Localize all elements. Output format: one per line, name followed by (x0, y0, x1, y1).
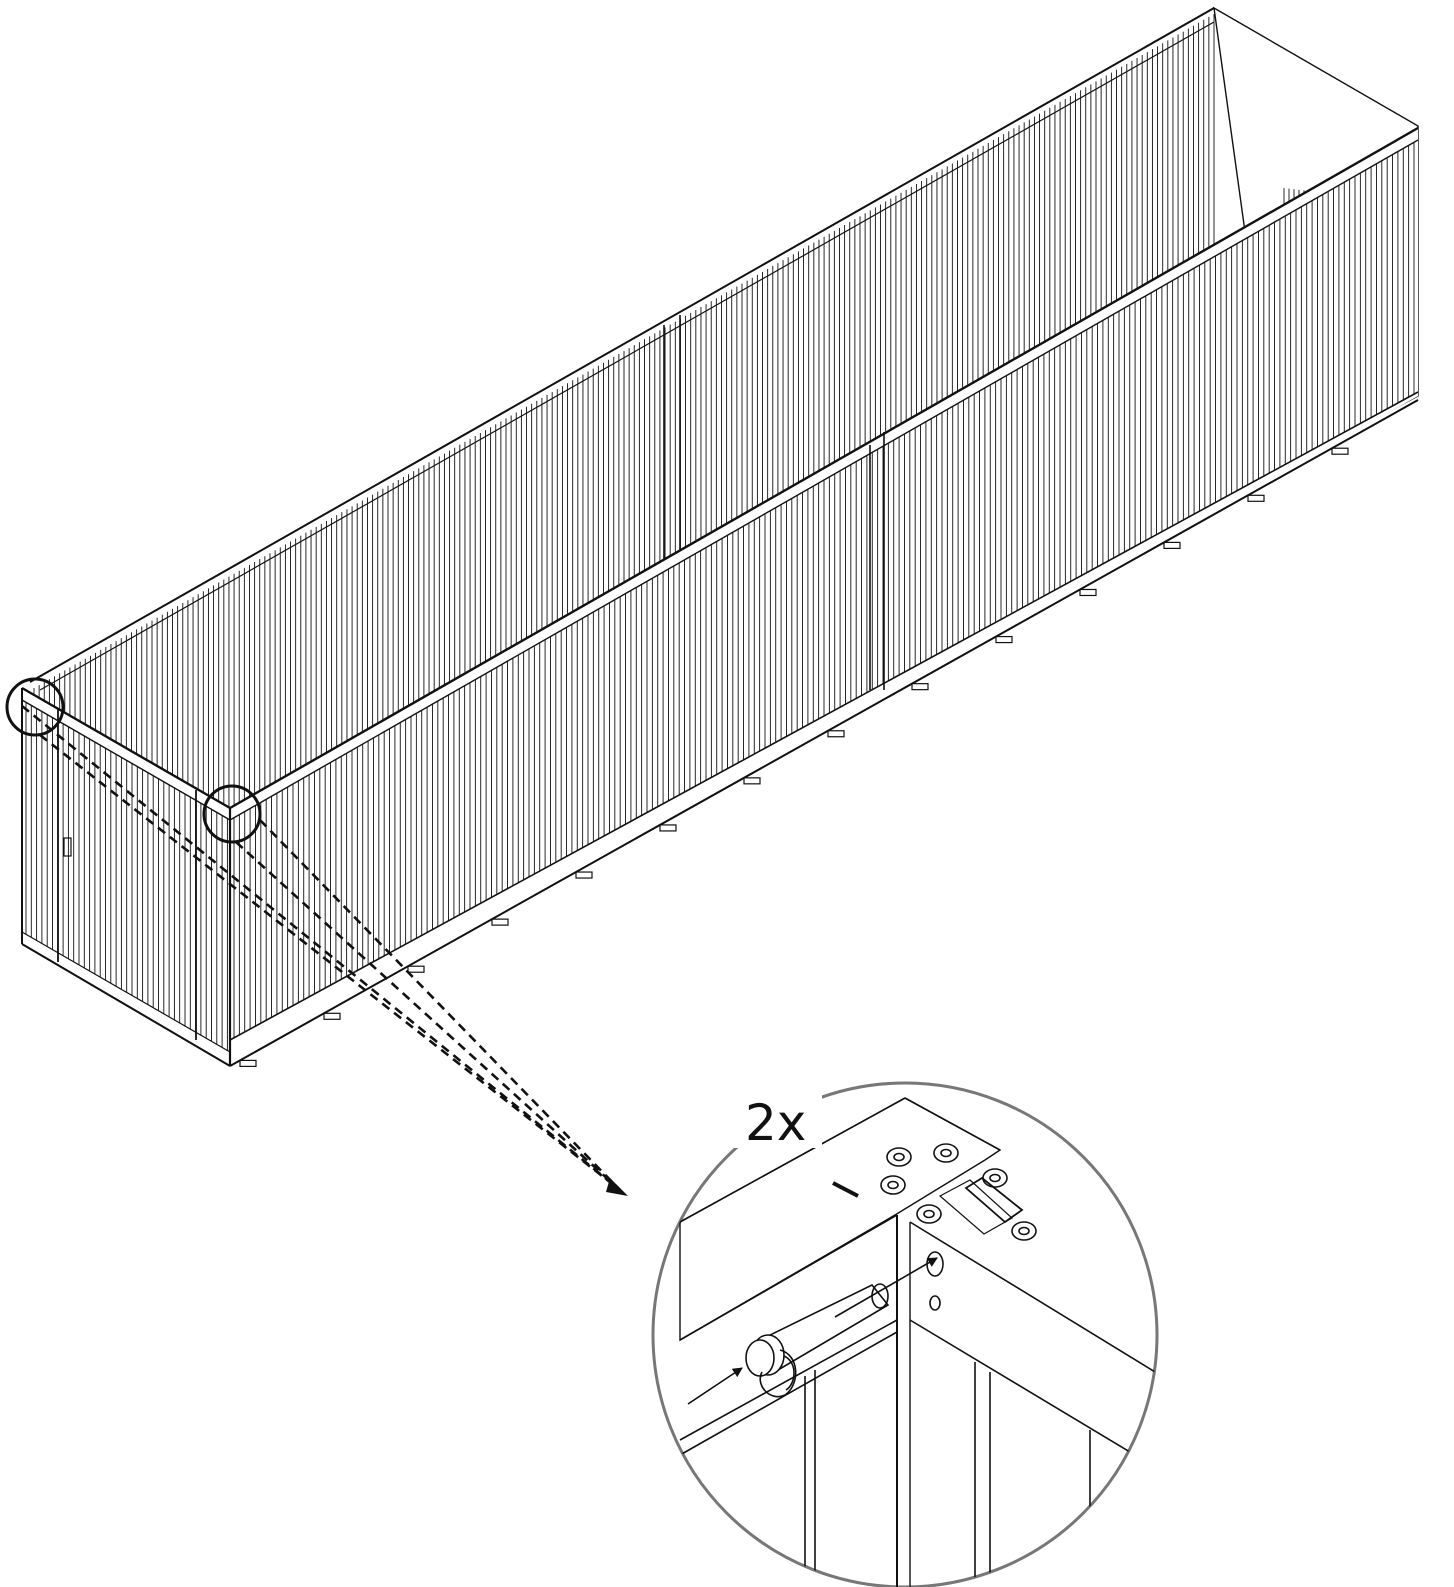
insert-arrow-icon (687, 1367, 743, 1405)
left-end-wall-ribs (25, 702, 228, 1051)
front-wall (229, 126, 1419, 1067)
container-foot (1079, 588, 1097, 597)
front-wall-ribs (233, 142, 1415, 1038)
container-feet (239, 447, 1349, 1067)
detail-circle (651, 1081, 1159, 1587)
container-foot (491, 918, 509, 926)
container-foot (1247, 494, 1265, 502)
quantity-label: 2x (745, 1094, 806, 1152)
corner-callout-left-icon (5, 677, 65, 737)
container-foot (827, 730, 845, 738)
container-foot (239, 1059, 257, 1067)
container-foot (659, 824, 677, 832)
detail-view: 2x (651, 1081, 1159, 1587)
left-end-wall (21, 686, 232, 1067)
door-handle-icon (63, 837, 72, 857)
insert-arrow-icon (834, 1257, 938, 1318)
plate-bolts (880, 1143, 1037, 1241)
container-foot (1163, 541, 1181, 549)
leader-arrow-icon (606, 1178, 628, 1196)
container-foot (995, 635, 1013, 644)
container-foot (743, 777, 761, 785)
container-foot (407, 965, 425, 973)
container-foot (911, 683, 929, 691)
container-foot (323, 1012, 341, 1020)
pin (745, 1283, 890, 1398)
container-foot (1331, 447, 1349, 455)
container-foot (575, 871, 593, 879)
container-assembly (21, 6, 1419, 1067)
corner-callout-front-icon (202, 784, 262, 844)
leader-lines (21, 704, 621, 1192)
